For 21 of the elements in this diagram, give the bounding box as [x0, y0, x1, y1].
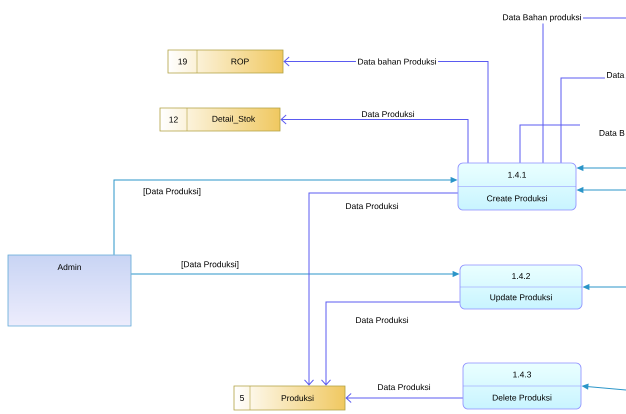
edge-label: [Data Produksi] — [144, 188, 200, 196]
arrow — [345, 393, 464, 403]
edge-label: [Data Produksi] — [182, 261, 238, 269]
process-box: 1.4.1 Create Produksi — [458, 162, 576, 210]
edge-label: Data bahan Produksi — [356, 56, 438, 66]
arrow — [304, 192, 458, 386]
data-store-box: 5 Produksi — [234, 386, 346, 410]
arrow — [280, 114, 468, 164]
data-store-box: 12 Detail_Stok — [160, 108, 280, 132]
arrow — [321, 302, 460, 386]
process-box: 1.4.2 Update Produksi — [460, 264, 582, 310]
process-box: 1.4.3 Delete Produksi — [462, 362, 582, 410]
entity-box: Admin — [8, 254, 132, 326]
data-store-box: 19 ROP — [168, 50, 284, 74]
edge-label: Data Bahan produksi — [500, 12, 584, 24]
edge-label: Data Produksi — [346, 202, 398, 210]
edge-label: Data Produksi — [362, 110, 414, 118]
edge-label: Data — [604, 70, 626, 80]
edge-label: Data Produksi — [378, 384, 430, 390]
edge-label: Data B — [600, 130, 624, 136]
edge-label: Data Produksi — [356, 316, 408, 324]
